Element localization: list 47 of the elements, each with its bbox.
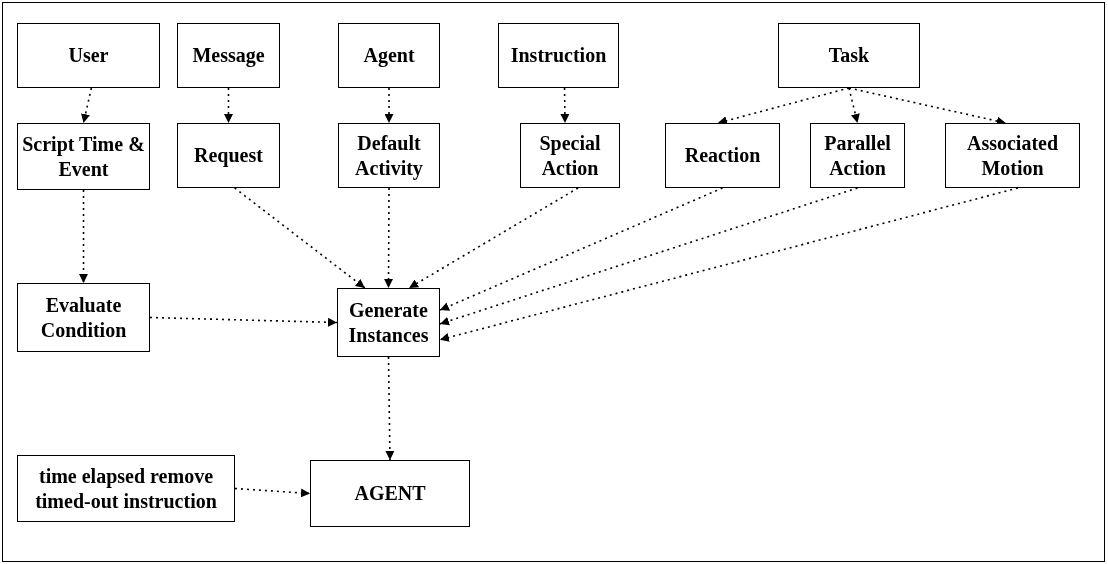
box-label: Message: [192, 43, 265, 68]
box-label: Default Activity: [354, 130, 424, 181]
arrow: [233, 187, 366, 289]
box-label: Reaction: [684, 143, 761, 168]
process-box: [177, 123, 280, 188]
box-label: Generate Instances: [347, 297, 430, 348]
box-label: Special Action: [538, 130, 602, 181]
box-label: Associated Motion: [965, 130, 1060, 181]
process-box: [17, 123, 150, 190]
process-box: [520, 123, 620, 188]
box-label: Script Time & Event: [21, 131, 146, 182]
arrow: [149, 316, 338, 327]
box-label: Parallel Action: [823, 130, 892, 181]
process-box: [338, 123, 440, 188]
box-label: Task: [828, 43, 870, 68]
process-box: [17, 23, 160, 88]
arrow: [439, 187, 859, 326]
arrow: [234, 487, 311, 498]
process-box: [338, 23, 440, 88]
process-box: [337, 288, 440, 357]
process-box: [498, 23, 619, 88]
arrow: [385, 356, 395, 461]
process-box: [945, 123, 1080, 188]
arrow: [439, 187, 1019, 342]
process-box: [810, 123, 905, 188]
box-label: Agent: [363, 43, 415, 68]
box-label: AGENT: [354, 481, 426, 506]
arrow: [384, 87, 394, 124]
arrow: [224, 87, 233, 124]
arrow: [848, 87, 860, 124]
arrow: [79, 189, 88, 284]
box-label: User: [68, 43, 109, 68]
box-label: Instruction: [510, 43, 607, 68]
process-box: [778, 23, 920, 88]
arrow: [439, 187, 724, 311]
box-label: Request: [194, 143, 263, 168]
process-box: [17, 283, 150, 352]
box-label: time elapsed remove timed-out instruction: [34, 463, 218, 514]
arrow: [408, 187, 579, 289]
process-box: [665, 123, 780, 188]
arrow: [81, 87, 93, 124]
arrow: [384, 187, 394, 289]
process-box: [310, 460, 470, 527]
arrow: [560, 87, 570, 124]
process-box: [17, 455, 235, 522]
box-label: Evaluate Condition: [39, 292, 128, 343]
process-box: [177, 23, 280, 88]
